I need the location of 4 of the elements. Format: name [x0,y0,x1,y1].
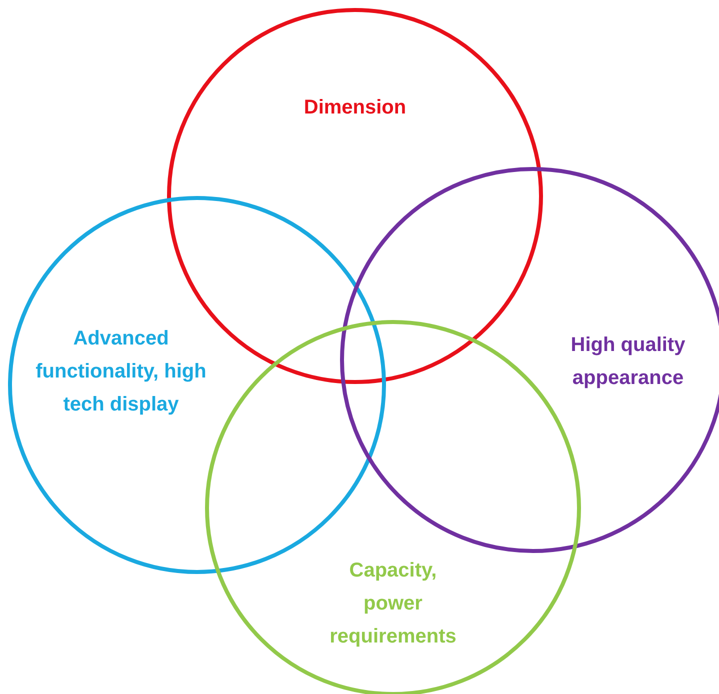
circle-label: High quality appearance [570,333,686,391]
circle-label: Dimension [302,96,408,120]
circle-label: Advanced functionality, high tech display [34,326,208,418]
circle-label: Capacity, power requirements [328,558,458,650]
